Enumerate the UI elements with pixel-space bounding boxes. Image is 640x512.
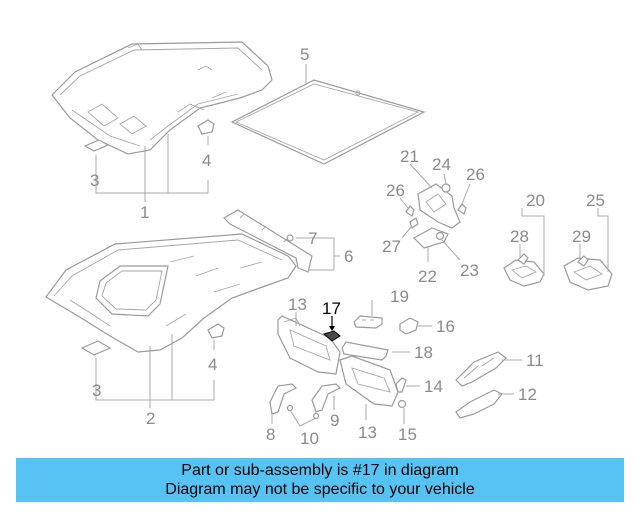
callout-16[interactable]: 16 [436, 317, 455, 336]
console-bracket-12[interactable] [455, 389, 503, 419]
vanity-mirror-panel[interactable] [341, 341, 389, 361]
assist-grip-9[interactable] [311, 383, 342, 413]
visor-clip-15[interactable] [397, 399, 407, 409]
callout-13[interactable]: 13 [358, 423, 377, 442]
sunvisor-clip-upper[interactable] [83, 139, 110, 152]
callout-11[interactable]: 11 [526, 351, 544, 370]
callout-19[interactable]: 19 [390, 287, 409, 306]
callout-14[interactable]: 14 [424, 377, 443, 396]
banner-disclaimer: Diagram may not be specific to your vehi… [165, 481, 475, 498]
grip-cap-10[interactable] [286, 404, 320, 420]
callout-26[interactable]: 26 [466, 165, 485, 184]
callout-10[interactable]: 10 [300, 429, 319, 448]
banner-part-notice: Part or sub-assembly is #17 in diagram [181, 462, 459, 479]
callout-29[interactable]: 29 [572, 227, 591, 246]
headliner-lower[interactable] [45, 233, 297, 353]
callout-27[interactable]: 27 [382, 237, 401, 256]
callout-4[interactable]: 4 [202, 151, 211, 170]
visor-screw-14[interactable] [395, 377, 407, 393]
callout-1[interactable]: 1 [140, 203, 149, 222]
lamp-screw-27[interactable] [409, 217, 419, 229]
console-bracket-11[interactable] [455, 351, 507, 387]
callout-18[interactable]: 18 [414, 343, 433, 362]
callout-28[interactable]: 28 [510, 227, 529, 246]
callout-4[interactable]: 4 [208, 355, 217, 374]
assist-grip-8[interactable] [269, 383, 298, 415]
map-lamp-housing-21[interactable] [417, 183, 461, 229]
callout-8[interactable]: 8 [266, 425, 275, 444]
callout-21[interactable]: 21 [400, 147, 419, 166]
callout-7[interactable]: 7 [308, 229, 317, 248]
visor-clip-16[interactable] [399, 317, 419, 335]
visor-holder[interactable] [353, 315, 383, 329]
trim-clip-7[interactable] [286, 234, 294, 242]
callout-6[interactable]: 6 [344, 247, 353, 266]
leader-lines [95, 64, 609, 427]
callout-2[interactable]: 2 [146, 409, 155, 428]
sunvisor-clip-lower-right[interactable] [207, 323, 225, 339]
callout-13[interactable]: 13 [288, 295, 307, 314]
vanity-mirror-lamp-17[interactable] [322, 330, 341, 342]
exploded-parts-diagram: 1 2 3 3 4 4 5 6 7 8 9 10 11 12 13 13 14 … [45, 41, 613, 448]
callout-25[interactable]: 25 [586, 191, 605, 210]
callout-9[interactable]: 9 [330, 411, 339, 430]
info-banner: Part or sub-assembly is #17 in diagram D… [16, 458, 624, 502]
callout-20[interactable]: 20 [526, 191, 545, 210]
lamp-clip-26-left[interactable] [405, 205, 415, 217]
lamp-clip-26-right[interactable] [457, 203, 467, 215]
lamp-bulb-23[interactable] [435, 231, 445, 241]
sunvisor-clip-lower[interactable] [80, 340, 112, 356]
sunvisor-clip-upper-right[interactable] [197, 119, 215, 135]
headliner-upper[interactable] [51, 41, 273, 155]
callout-17-highlighted[interactable]: 17 [322, 299, 341, 318]
room-lamp-20[interactable] [503, 259, 545, 287]
callout-23[interactable]: 23 [460, 261, 479, 280]
callout-24[interactable]: 24 [432, 155, 451, 174]
roof-side-trim[interactable] [223, 209, 313, 273]
callout-26[interactable]: 26 [386, 181, 405, 200]
sunvisor-right[interactable] [339, 355, 399, 407]
map-lamp-bulb-24[interactable] [441, 183, 451, 193]
roof-panel[interactable] [230, 79, 426, 165]
room-lamp-bulb-29[interactable] [577, 255, 589, 267]
callout-12[interactable]: 12 [518, 385, 537, 404]
room-lamp-25[interactable] [563, 257, 613, 291]
callout-15[interactable]: 15 [398, 425, 417, 444]
callout-3[interactable]: 3 [92, 381, 101, 400]
callout-3[interactable]: 3 [90, 171, 99, 190]
callout-numbers: 1 2 3 3 4 4 5 6 7 8 9 10 11 12 13 13 14 … [90, 45, 605, 448]
callout-5[interactable]: 5 [300, 45, 309, 64]
callout-22[interactable]: 22 [418, 267, 437, 286]
room-lamp-bulb-28[interactable] [517, 253, 529, 265]
sunvisor-left[interactable] [277, 315, 341, 375]
